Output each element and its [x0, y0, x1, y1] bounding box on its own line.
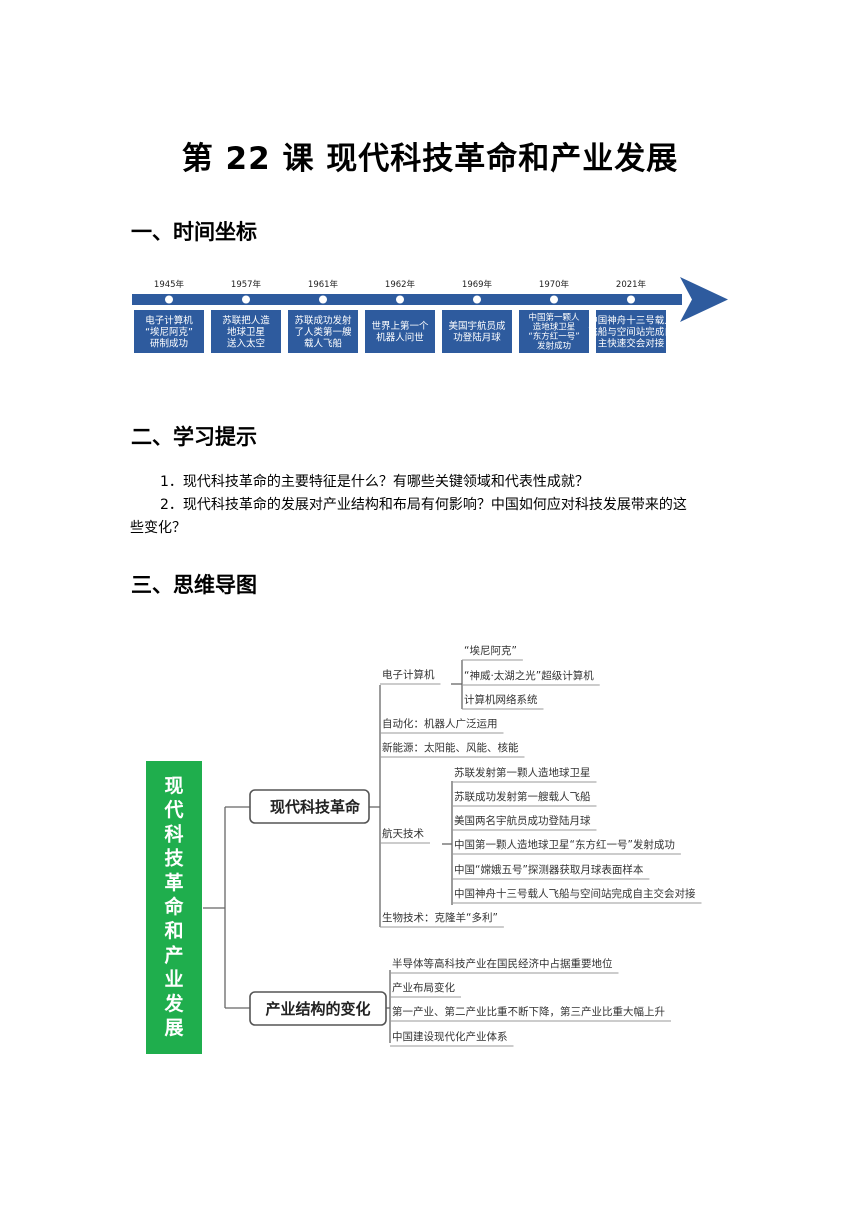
- leaf-space: 航天技术: [382, 827, 424, 840]
- timeline-dot: [550, 295, 558, 304]
- timeline-event-text: 世界上第一个: [371, 320, 429, 332]
- timeline-event-text: 中国第一颗人: [528, 312, 580, 323]
- section-heading-timeline: 一、时间坐标: [131, 220, 257, 244]
- leaf-computer: 电子计算机: [382, 668, 435, 681]
- mindmap-root-char: 科: [164, 822, 183, 845]
- mindmap-root-char: 现: [164, 775, 183, 797]
- timeline-year: 1945年: [154, 279, 185, 290]
- timeline-event-box: [596, 310, 666, 353]
- timeline-event-text: 苏联成功发射: [294, 314, 352, 326]
- leaf-industry-item: 半导体等高科技产业在国民经济中占据重要地位: [392, 957, 613, 970]
- hint-2: 2．现代科技革命的发展对产业结构和布局有何影响？中国如何应对科技发展带来的这: [160, 497, 687, 513]
- timeline-event-box: [134, 310, 204, 353]
- timeline-event-text: 地球卫星: [227, 326, 265, 338]
- mind-map: 现代科技革命 产业结构的变化 现代科技革命和产业发展 电子计算机“埃尼阿克”“神…: [146, 644, 702, 1054]
- mindmap-root-char: 产: [164, 943, 183, 966]
- timeline-event-text: 飞船与空间站完成自: [588, 326, 674, 338]
- timeline-event-text: 苏联把人造: [222, 314, 270, 326]
- leaf-computer-item: “埃尼阿克”: [464, 644, 517, 657]
- leaf-space-item: 苏联成功发射第一艘载人飞船: [454, 790, 591, 803]
- leaf-computer-item: “神威·太湖之光”超级计算机: [464, 669, 594, 682]
- hint-2-continued: 些变化？: [130, 520, 186, 536]
- timeline-dot: [165, 295, 173, 304]
- timeline-event-text: 载人飞船: [304, 337, 343, 349]
- timeline-year: 1962年: [385, 279, 416, 290]
- branch-box-tech-revolution: [249, 789, 370, 824]
- timeline-year: 1957年: [231, 279, 262, 290]
- timeline-event-text: 电子计算机: [145, 314, 193, 326]
- leaf-industry-item: 第一产业、第二产业比重不断下降，第三产业比重大幅上升: [392, 1005, 665, 1018]
- timeline-year: 1970年: [539, 279, 570, 290]
- mindmap-root-char: 业: [164, 969, 183, 991]
- leaf-industry-item: 中国建设现代化产业体系: [392, 1030, 508, 1043]
- timeline-event-box: [288, 310, 358, 353]
- mindmap-root-char: 命: [164, 895, 184, 918]
- leaf-space-item: 中国第一颗人造地球卫星“东方红一号”发射成功: [454, 838, 675, 851]
- mindmap-root-box: [146, 761, 202, 1054]
- leaf-space-item: 苏联发射第一颗人造地球卫星: [454, 766, 591, 779]
- timeline-event-text: 中国神舟十三号载人: [588, 314, 674, 326]
- mindmap-root-char: 技: [164, 847, 184, 870]
- timeline-event-text: 机器人问世: [376, 332, 424, 344]
- timeline-event-text: “埃尼阿克”: [145, 326, 193, 338]
- timeline-dot: [242, 295, 250, 304]
- leaf-industry-item: 产业布局变化: [392, 981, 455, 994]
- timeline-event-text: “东方红一号”: [528, 331, 579, 342]
- timeline-dot: [319, 295, 327, 304]
- timeline-dot: [396, 295, 404, 304]
- timeline-event-text: 了人类第一艘: [294, 326, 352, 338]
- timeline-event-text: 造地球卫星: [533, 322, 576, 333]
- timeline-arrow-head: [680, 277, 728, 322]
- section-heading-mindmap: 三、思维导图: [131, 573, 257, 597]
- leaf-space-item: 中国神舟十三号载人飞船与空间站完成自主交会对接: [454, 887, 696, 900]
- timeline-year: 1961年: [308, 279, 339, 290]
- timeline-year: 1969年: [462, 279, 493, 290]
- timeline: 1945年电子计算机“埃尼阿克”研制成功1957年苏联把人造地球卫星送入太空19…: [132, 277, 728, 353]
- timeline-event-text: 美国宇航员成: [448, 320, 506, 332]
- timeline-event-text: 研制成功: [150, 337, 188, 349]
- timeline-event-text: 发射成功: [537, 341, 571, 352]
- leaf-space-item: 美国两名宇航员成功登陆月球: [454, 814, 591, 827]
- timeline-dot: [473, 295, 481, 304]
- timeline-event-box: [365, 310, 435, 353]
- timeline-event-box: [519, 310, 589, 353]
- leaf-space-item: 中国“嫦娥五号”探测器获取月球表面样本: [454, 863, 644, 876]
- timeline-event-box: [442, 310, 512, 353]
- mindmap-root-char: 展: [164, 1017, 183, 1039]
- timeline-event-box: [211, 310, 281, 353]
- timeline-event-text: 功登陆月球: [453, 332, 501, 344]
- timeline-dot: [627, 295, 635, 304]
- leaf-computer-item: 计算机网络系统: [464, 693, 538, 706]
- branch-label-industry-change: 产业结构的变化: [265, 1000, 370, 1018]
- hint-1: 1．现代科技革命的主要特征是什么？有哪些关键领域和代表性成就？: [160, 474, 589, 490]
- timeline-bar: [132, 294, 682, 305]
- section-heading-hints: 二、学习提示: [131, 425, 257, 449]
- timeline-event-text: 送入太空: [227, 337, 265, 349]
- leaf-energy: 新能源：太阳能、风能、核能: [382, 741, 519, 754]
- timeline-year: 2021年: [616, 279, 647, 290]
- mindmap-root-char: 革: [164, 871, 183, 894]
- leaf-bio: 生物技术：克隆羊“多利”: [382, 911, 498, 924]
- mindmap-root-char: 发: [163, 992, 184, 1015]
- leaf-automation: 自动化：机器人广泛运用: [382, 717, 498, 730]
- mindmap-root-char: 代: [163, 799, 183, 821]
- timeline-event-text: 主快速交会对接: [598, 337, 665, 349]
- mindmap-root-char: 和: [164, 919, 183, 942]
- branch-box-industry-change: [249, 991, 387, 1026]
- branch-label-tech-revolution: 现代科技革命: [270, 798, 361, 816]
- page-title: 第 22 课 现代科技革命和产业发展: [181, 141, 679, 177]
